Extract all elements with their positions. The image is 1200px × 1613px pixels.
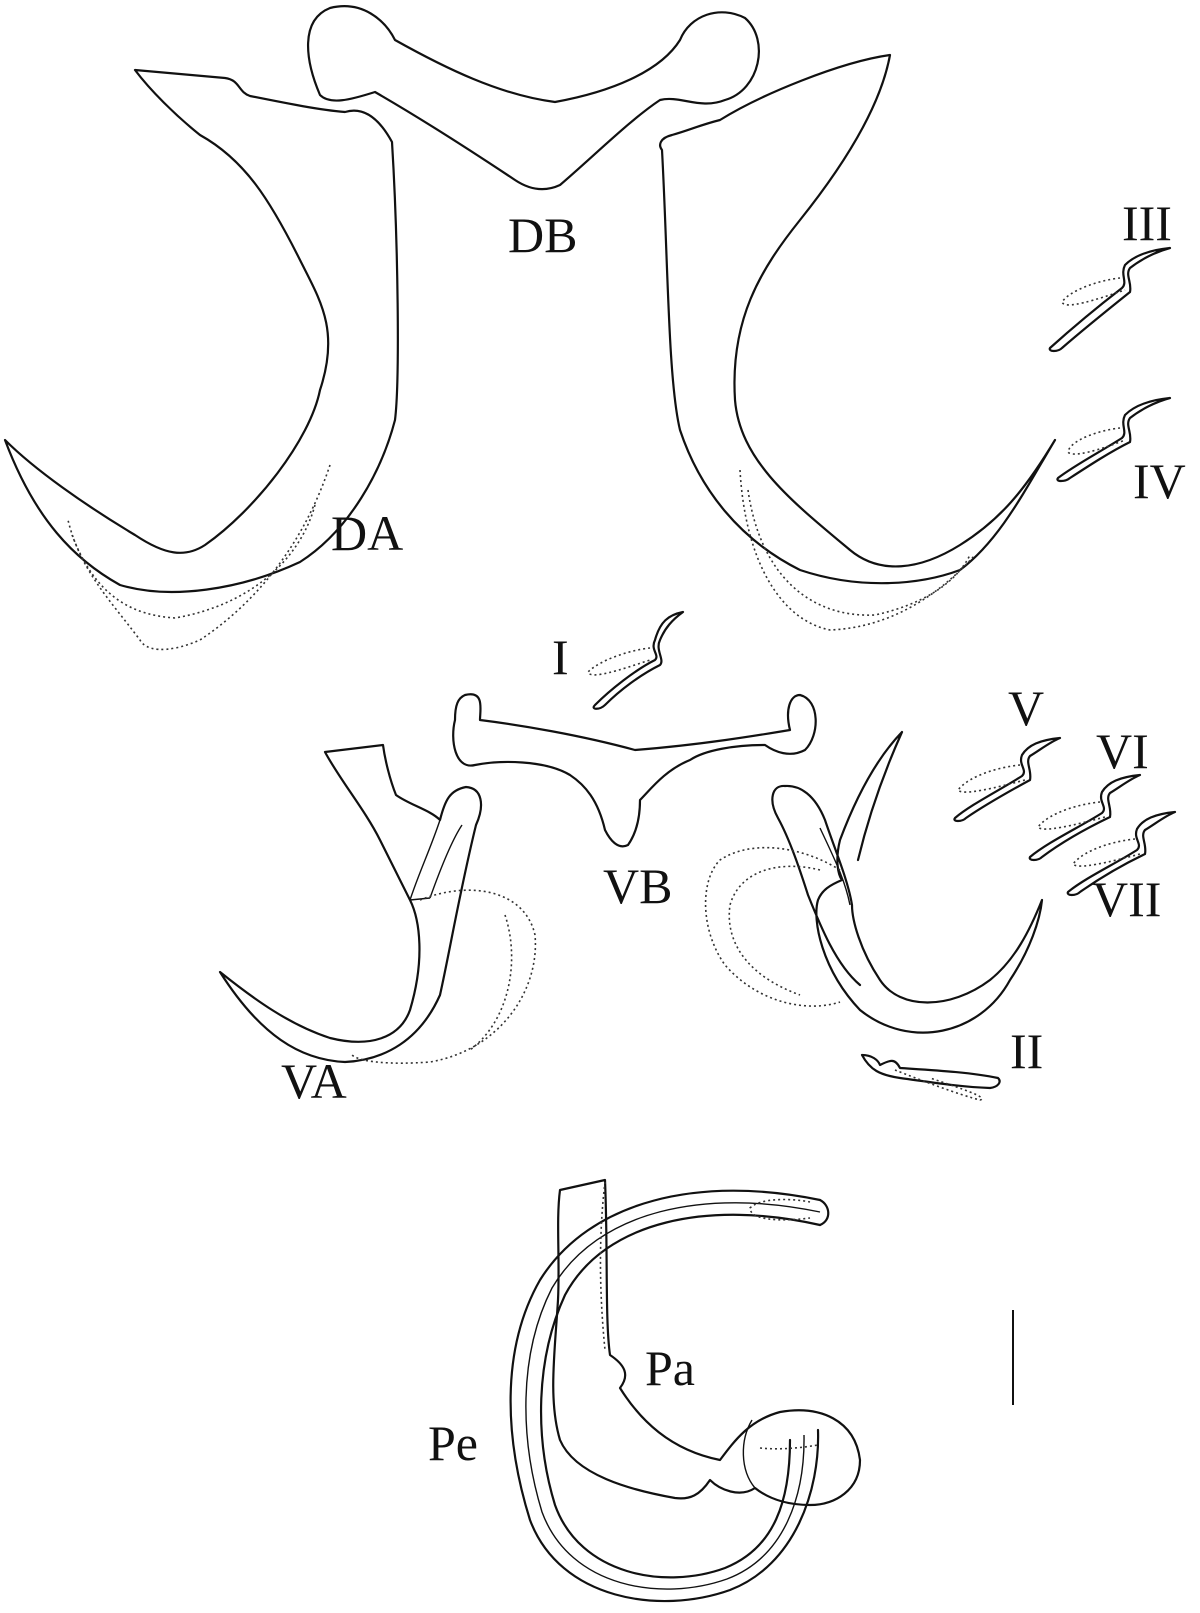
label-hook-vii: VII [1092, 871, 1161, 927]
label-hook-v: V [1008, 680, 1044, 736]
dorsal-anchor-right-sheath [739, 469, 976, 631]
label-va: VA [281, 1053, 347, 1109]
label-hook-iii: III [1122, 195, 1172, 251]
penis-tip-detail [749, 1198, 811, 1221]
label-hook-iv: IV [1133, 453, 1186, 509]
label-hook-vi: VI [1096, 723, 1149, 779]
penis-tube-wall [525, 1202, 821, 1590]
hook-VII [1066, 810, 1177, 897]
ventral-anchor-left [218, 743, 483, 1064]
penis-base-detail [759, 1444, 819, 1450]
dorsal-anchor-left [3, 68, 399, 593]
label-vb: VB [603, 858, 672, 914]
dorsal-anchor-left-sheath-inner [71, 504, 316, 619]
penis-tube-outer [509, 1189, 822, 1603]
label-pe: Pe [428, 1415, 478, 1471]
dorsal-anchor-right-sheath-inner [747, 489, 971, 616]
accessory-piece-hidden [599, 1181, 606, 1351]
penis-tube-inner [539, 1213, 822, 1579]
ventral-bar [452, 693, 817, 848]
accessory-piece-bulb-edge [742, 1419, 756, 1489]
label-pa: Pa [645, 1340, 695, 1396]
hook-IV [1056, 396, 1172, 483]
penis-tip [818, 1198, 830, 1227]
label-hook-i: I [552, 629, 569, 685]
hook-VI [1028, 773, 1142, 862]
label-db: DB [508, 207, 577, 263]
hook-V [953, 736, 1062, 823]
dorsal-bar [306, 5, 760, 191]
ventral-anchor-left-root-detail [409, 819, 463, 901]
hook-I [587, 610, 685, 710]
accessory-piece [552, 1178, 862, 1507]
dorsal-anchor-right [659, 53, 1057, 585]
ventral-anchor-right [771, 730, 1044, 1034]
hook-II [860, 1053, 1001, 1101]
label-hook-ii: II [1010, 1023, 1043, 1079]
label-da: DA [331, 505, 403, 561]
ventral-anchor-right-sheath [704, 846, 841, 1007]
hook-III [1048, 246, 1172, 353]
ventral-anchor-left-sheath [351, 889, 537, 1064]
dorsal-anchor-left-sheath [67, 464, 331, 651]
